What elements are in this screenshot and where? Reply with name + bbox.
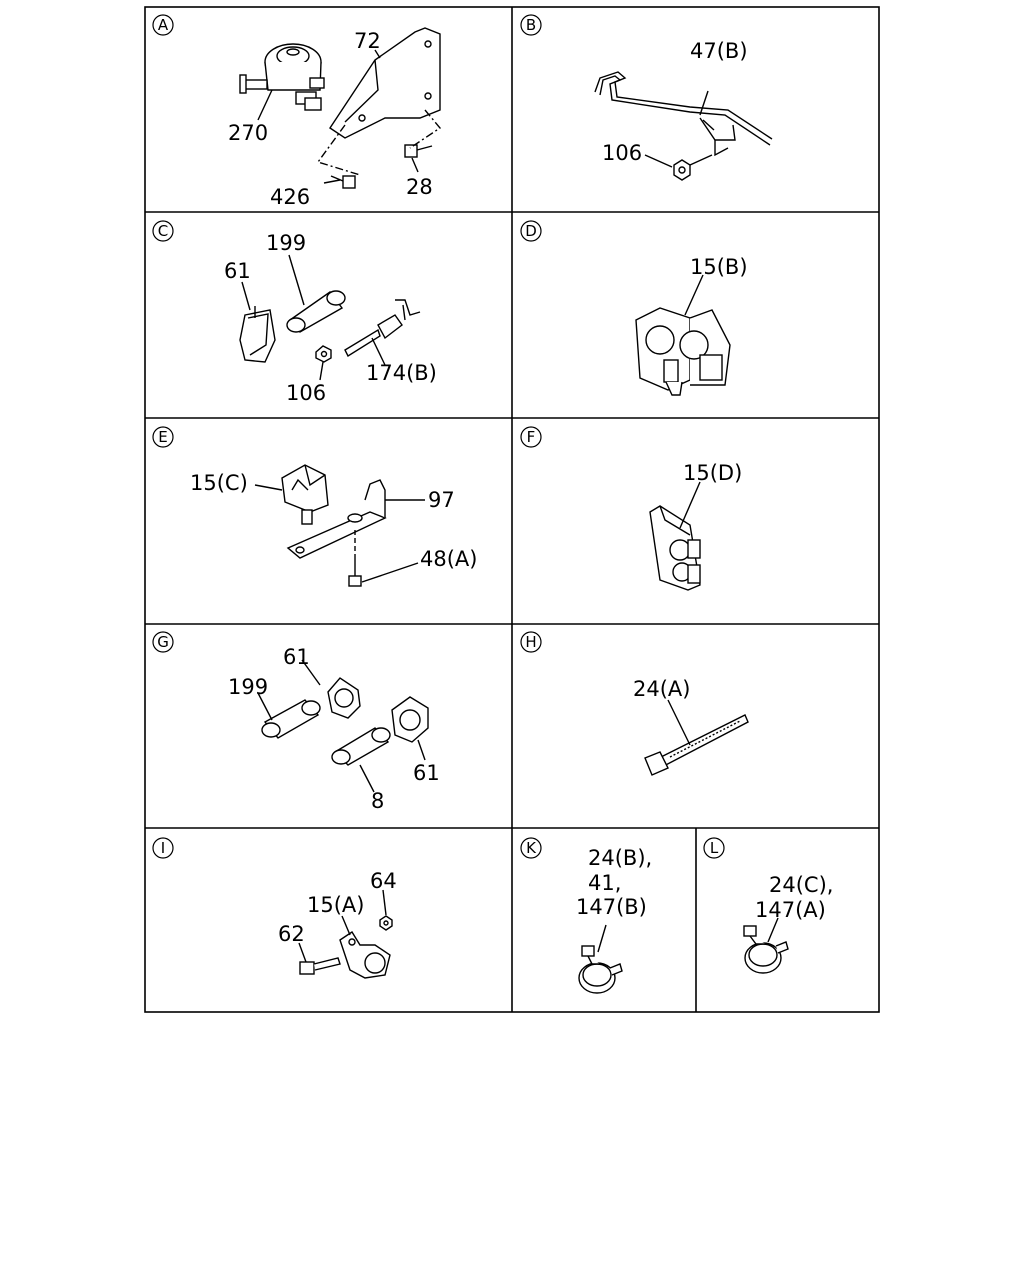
panel-a-drawing xyxy=(239,27,442,189)
panel-letter-b: B xyxy=(526,16,536,34)
label-64: 64 xyxy=(370,869,397,893)
panel-b-drawing xyxy=(594,71,773,181)
label-8: 8 xyxy=(371,789,384,813)
label-61-c: 61 xyxy=(224,259,251,283)
panel-f-drawing xyxy=(649,481,701,591)
panel-k-drawing xyxy=(578,924,623,994)
label-28: 28 xyxy=(406,175,433,199)
label-199-g: 199 xyxy=(228,675,268,699)
label-61-g-top: 61 xyxy=(283,645,310,669)
label-62: 62 xyxy=(278,922,305,946)
panel-g-drawing xyxy=(257,659,429,793)
label-k-line1: 24(B), xyxy=(588,846,652,870)
panel-letters xyxy=(152,14,725,859)
label-k-line2: 41, xyxy=(588,871,621,895)
panel-h-drawing xyxy=(644,699,749,776)
panel-letter-l: L xyxy=(710,839,719,857)
label-k-line3: 147(B) xyxy=(576,895,647,919)
panel-e-drawing xyxy=(254,464,425,587)
label-270: 270 xyxy=(228,121,268,145)
panel-d-drawing xyxy=(635,274,731,396)
label-24a: 24(A) xyxy=(633,677,690,701)
label-15d: 15(D) xyxy=(683,461,742,485)
panel-letter-a: A xyxy=(158,16,169,34)
panel-i-drawing xyxy=(298,889,393,979)
label-106-b: 106 xyxy=(602,141,642,165)
panel-letter-d: D xyxy=(525,222,537,240)
label-106-c: 106 xyxy=(286,381,326,405)
label-48a: 48(A) xyxy=(420,547,477,571)
label-426: 426 xyxy=(270,185,310,209)
panel-letter-i: I xyxy=(161,839,165,857)
label-l-line2: 147(A) xyxy=(755,898,826,922)
panel-l-drawing xyxy=(743,917,789,974)
panel-letter-f: F xyxy=(527,428,536,446)
grid-frame xyxy=(144,6,880,1013)
label-199-c: 199 xyxy=(266,231,306,255)
label-174b: 174(B) xyxy=(366,361,437,385)
panel-letter-h: H xyxy=(525,633,536,651)
panel-letter-k: K xyxy=(526,839,537,857)
label-l-line1: 24(C), xyxy=(769,873,833,897)
label-15a: 15(A) xyxy=(307,893,364,917)
panel-letter-c: C xyxy=(158,222,168,240)
panel-letter-g: G xyxy=(157,633,169,651)
label-47b: 47(B) xyxy=(690,39,748,63)
label-97: 97 xyxy=(428,488,455,512)
label-61-g-bottom: 61 xyxy=(413,761,440,785)
label-15c: 15(C) xyxy=(190,471,248,495)
panel-letter-e: E xyxy=(158,428,167,446)
label-72: 72 xyxy=(354,29,381,53)
label-15b: 15(B) xyxy=(690,255,748,279)
panel-c-drawing xyxy=(239,254,421,381)
